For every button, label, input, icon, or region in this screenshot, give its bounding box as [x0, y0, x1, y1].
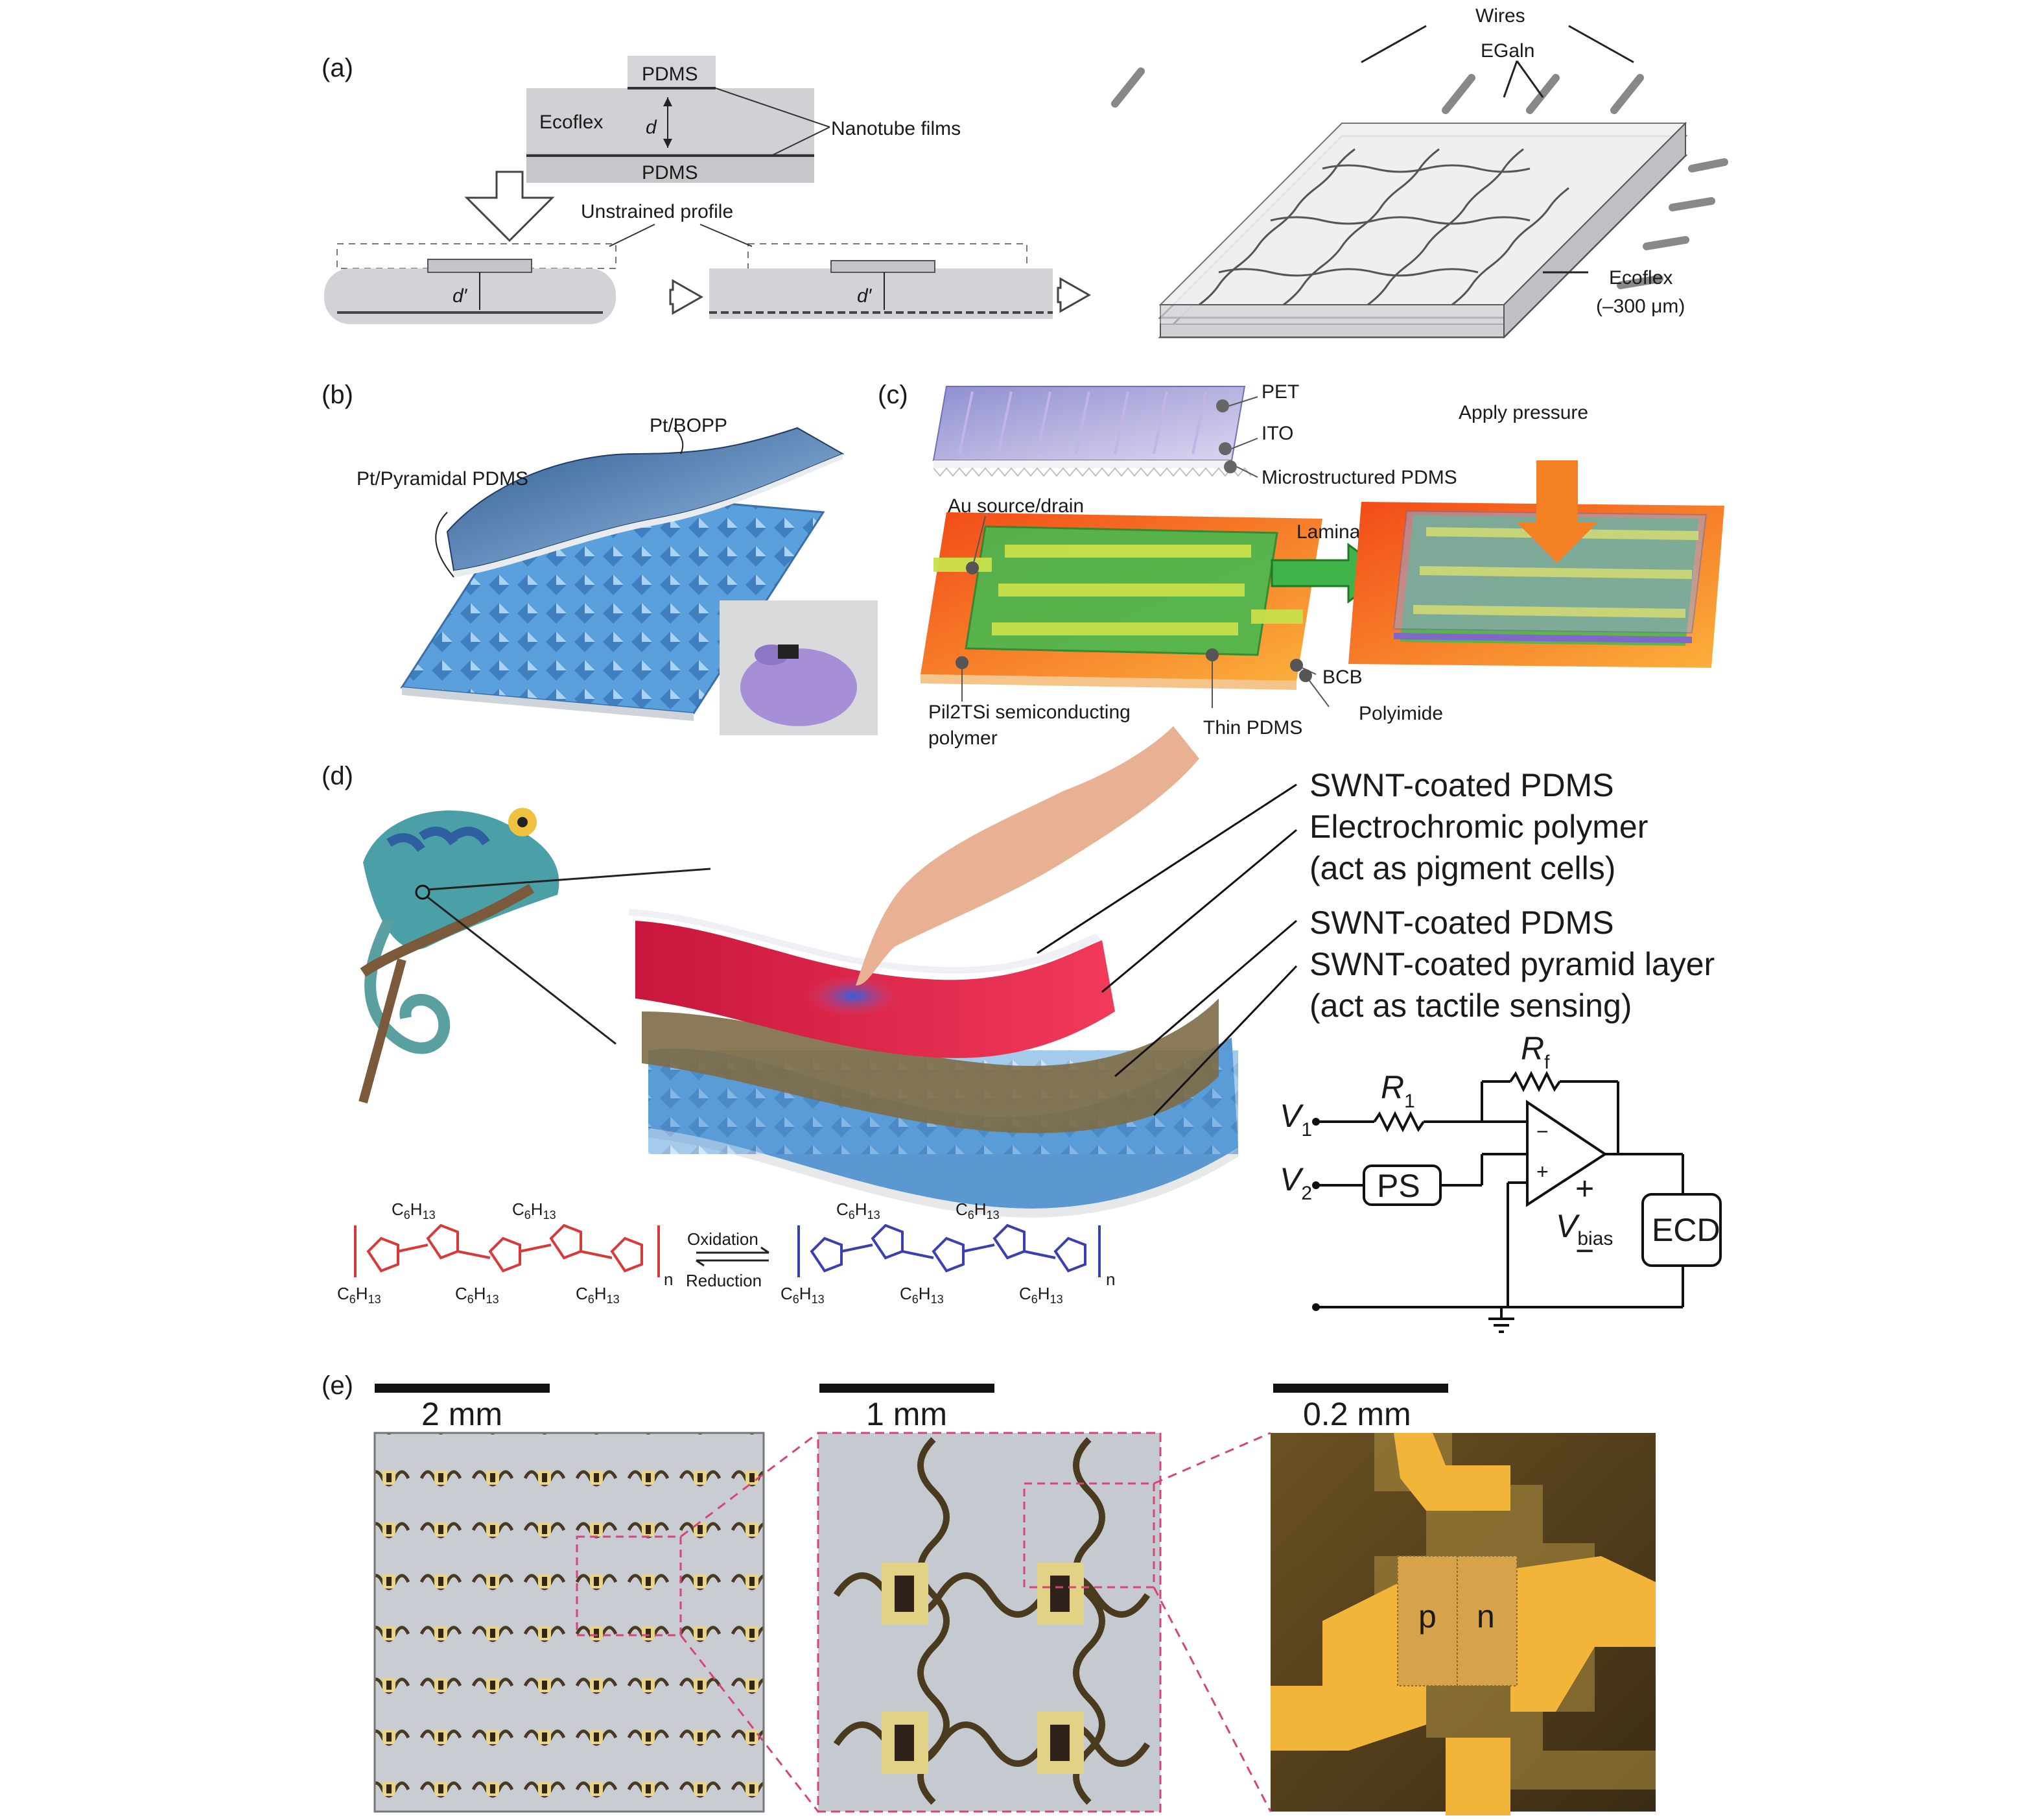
red-n: n	[664, 1270, 673, 1289]
panel-e-micrographs: 2 mm 1 mm 0.2 mm	[373, 1384, 1656, 1815]
rf-label: Rf	[1521, 1030, 1550, 1073]
thin-pdms-label: Thin PDMS	[1203, 717, 1302, 739]
egaln-label: EGaln	[1481, 40, 1534, 62]
v1-label: V1	[1280, 1098, 1312, 1140]
p-region-label: p	[1418, 1598, 1437, 1635]
panel-a-stretched: d′	[669, 243, 1092, 319]
layer1-label: SWNT-coated PDMS	[1309, 767, 1614, 803]
panel-a-cross-section: PDMS PDMS Ecoflex d Nanotube films	[526, 56, 961, 183]
pet-label: PET	[1262, 381, 1299, 403]
reduction-label: Reduction	[686, 1271, 762, 1290]
c6h13-1: C6H13	[392, 1200, 436, 1222]
circuit-labels: V1 V2 R1 Rf PS ECD − + + Vbias −	[1280, 1030, 1720, 1269]
semiconducting-label-line2: polymer	[928, 727, 998, 749]
blue-n: n	[1106, 1270, 1115, 1289]
apply-pressure-label: Apply pressure	[1459, 402, 1588, 423]
wires-label: Wires	[1475, 5, 1525, 27]
unstrained-profile-callout: Unstrained profile	[581, 201, 753, 247]
au-source-label: Au source/drain	[948, 495, 1084, 517]
micrograph-1mm	[817, 1432, 1162, 1813]
c6h13-5: C6H13	[576, 1284, 620, 1306]
ecoflex-right-label: Ecoflex	[1609, 267, 1672, 289]
polyimide-label: Polyimide	[1359, 703, 1443, 724]
scale-bar-2	[819, 1384, 994, 1393]
oxidation-label: Oxidation	[687, 1229, 758, 1249]
scale-label-2: 1 mm	[866, 1396, 947, 1432]
panel-label-b: (b)	[322, 381, 353, 409]
ito-label: ITO	[1262, 423, 1293, 444]
n-region-label: n	[1477, 1598, 1495, 1635]
ecd-label: ECD	[1652, 1212, 1720, 1248]
scale-bar-3	[1273, 1384, 1448, 1393]
layer2-label: Electrochromic polymer	[1309, 809, 1648, 845]
c6h13-4: C6H13	[455, 1284, 499, 1306]
layer3-label: (act as pigment cells)	[1309, 850, 1615, 886]
bias-plus: +	[1575, 1170, 1594, 1207]
panel-label-d: (d)	[322, 762, 353, 790]
micrograph-2mm	[373, 1432, 765, 1813]
c6h13-2: C6H13	[512, 1200, 556, 1222]
panel-a-compressed: d′	[324, 171, 616, 324]
layer5-label: SWNT-coated pyramid layer	[1309, 946, 1715, 982]
panel-label-e: (e)	[322, 1371, 353, 1400]
unstrained-profile-label: Unstrained profile	[581, 201, 733, 222]
ps-label: PS	[1377, 1168, 1420, 1204]
ecoflex-thickness-label: (–300 μm)	[1596, 296, 1685, 317]
d-prime-left-label: d′	[452, 285, 468, 307]
readout-circuit	[1312, 1070, 1722, 1333]
pdms-top-label: PDMS	[642, 64, 698, 85]
c6h13-3: C6H13	[337, 1284, 381, 1306]
c6h13-9: C6H13	[900, 1284, 944, 1306]
panel-label-c: (c)	[878, 381, 908, 409]
ecoflex-label: Ecoflex	[539, 112, 603, 133]
scale-label-3: 0.2 mm	[1303, 1396, 1411, 1432]
d-label: d	[646, 117, 657, 138]
pdms-bottom-label: PDMS	[642, 162, 698, 183]
panel-label-a: (a)	[322, 54, 353, 82]
r1-label: R1	[1381, 1069, 1415, 1112]
opamp-plus: +	[1536, 1160, 1549, 1183]
c6h13-6: C6H13	[836, 1200, 880, 1222]
layer4-label: SWNT-coated PDMS	[1309, 904, 1614, 941]
panel-a-stretchable-array: Wires EGaln Ecoflex (–300 μm)	[1111, 5, 1728, 339]
d-prime-right-label: d′	[857, 285, 873, 307]
vbias-label: Vbias	[1556, 1208, 1613, 1249]
v2-label: V2	[1280, 1161, 1312, 1204]
micro-pdms-label: Microstructured PDMS	[1262, 467, 1457, 488]
panel-c-transistor-sensor: PET ITO Microstructured PDMS Au source/d…	[921, 381, 1724, 749]
scale-label-1: 2 mm	[421, 1396, 502, 1432]
opamp-minus: −	[1536, 1120, 1549, 1143]
panel-d-chameleon-skin: SWNT-coated PDMS Electrochromic polymer …	[358, 726, 1715, 1218]
scale-bar-1	[375, 1384, 550, 1393]
bcb-label: BCB	[1322, 667, 1363, 688]
nanotube-films-label: Nanotube films	[831, 118, 961, 139]
c6h13-8: C6H13	[780, 1284, 825, 1306]
bias-minus: −	[1575, 1233, 1594, 1269]
layer6-label: (act as tactile sensing)	[1309, 987, 1632, 1024]
pt-bopp-label: Pt/BOPP	[650, 415, 727, 436]
semiconducting-label-line1: Pil2TSi semiconducting	[928, 702, 1131, 723]
polythiophene-reaction: C6H13 C6H13 C6H13 C6H13 C6H13 n Oxidatio…	[337, 1200, 1115, 1306]
panel-b-pressure-sensor: Pt/BOPP Pt/Pyramidal PDMS	[357, 415, 878, 735]
pt-pyramidal-label: Pt/Pyramidal PDMS	[357, 468, 528, 490]
c6h13-10: C6H13	[1019, 1284, 1063, 1306]
